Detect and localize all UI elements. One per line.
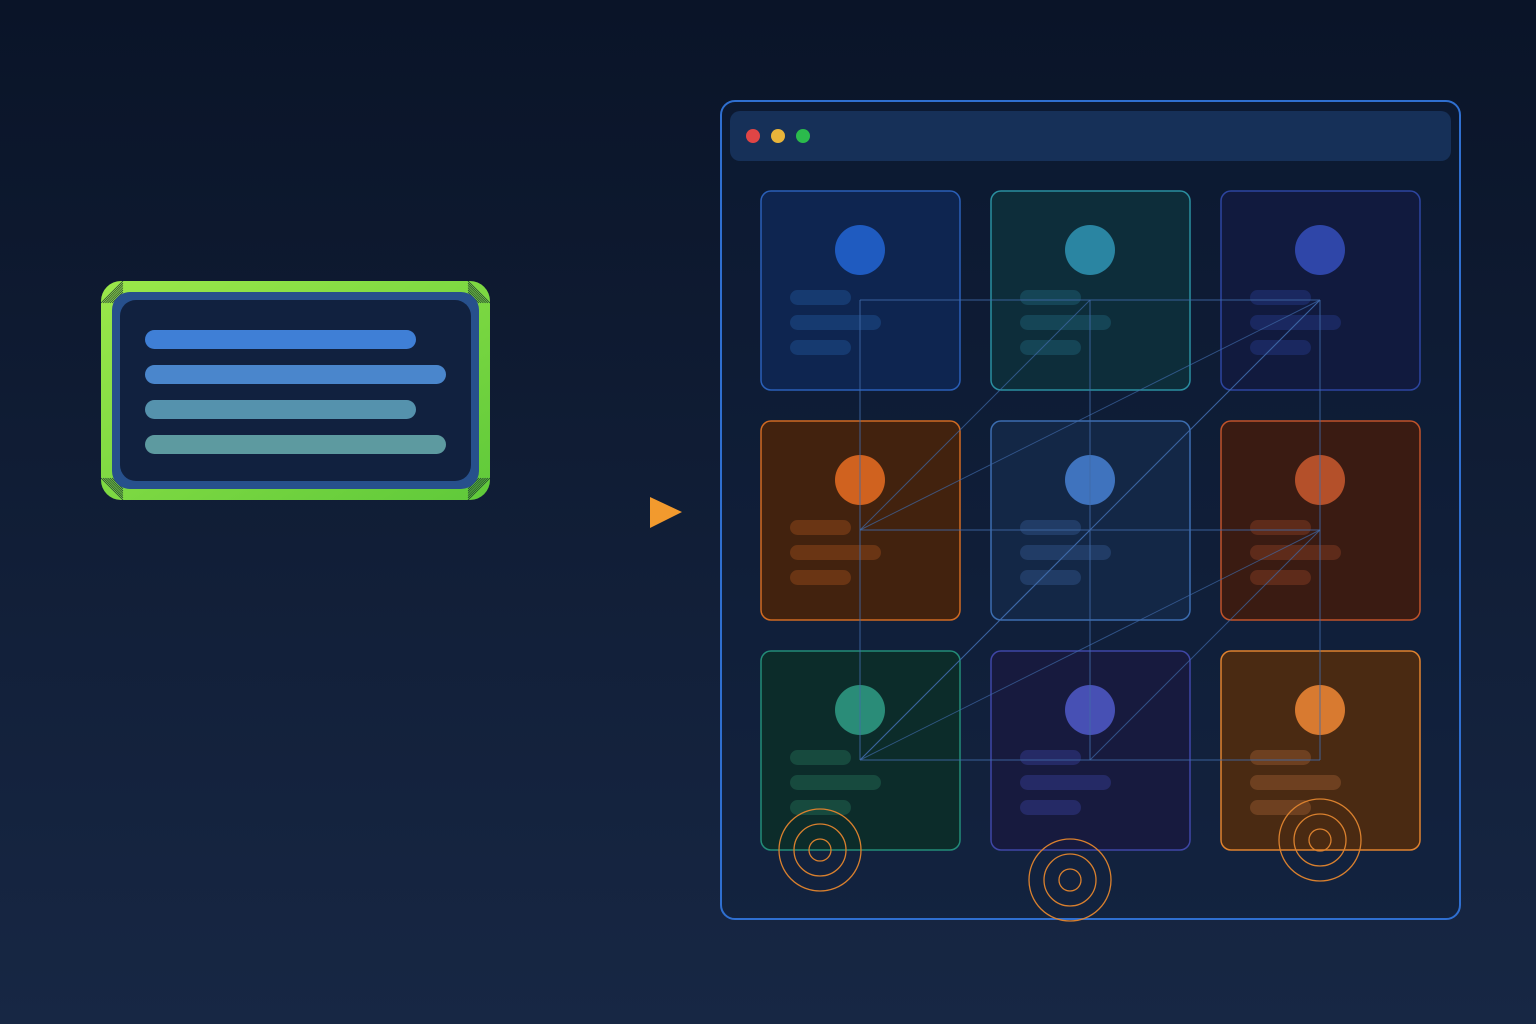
hatch-line <box>102 477 124 499</box>
hatch-line <box>467 477 484 494</box>
hatch-line <box>105 285 124 304</box>
pulse-ring-icon <box>778 808 862 892</box>
placeholder-text-bar <box>790 340 851 355</box>
source-text-line <box>145 400 416 419</box>
hatch-line <box>467 287 484 304</box>
avatar <box>835 225 885 275</box>
hatch-line <box>467 477 489 499</box>
placeholder-text-bar <box>1020 520 1081 535</box>
connector-diagonal <box>859 529 1321 761</box>
connector-diagonal <box>859 299 1321 531</box>
placeholder-text-bar <box>1250 570 1311 585</box>
placeholder-text-bar <box>1020 775 1111 790</box>
pulse-ring <box>808 838 832 862</box>
source-text-line <box>145 330 416 349</box>
browser-window <box>720 100 1461 922</box>
placeholder-text-bar <box>1020 570 1081 585</box>
transform-arrow <box>497 497 682 528</box>
window-titlebar <box>730 111 1451 161</box>
hatch-line <box>467 477 491 501</box>
placeholder-text-bar <box>1020 750 1081 765</box>
window-minimize-dot[interactable] <box>771 129 785 143</box>
card-2[interactable] <box>990 190 1191 391</box>
pulse-ring-icon <box>1278 798 1362 882</box>
hatch-line <box>107 287 124 304</box>
hatch-line <box>102 282 124 304</box>
placeholder-text-bar <box>1250 340 1311 355</box>
pulse-ring <box>793 823 847 877</box>
placeholder-text-bar <box>1250 545 1341 560</box>
pulse-ring <box>1058 868 1082 892</box>
placeholder-text-bar <box>1250 315 1341 330</box>
pulse-ring <box>1278 798 1362 882</box>
hatch-line <box>100 477 124 501</box>
placeholder-text-bar <box>790 545 881 560</box>
placeholder-text-bar <box>790 290 851 305</box>
pulse-ring <box>1308 828 1332 852</box>
placeholder-text-bar <box>1020 545 1111 560</box>
pulse-indicators <box>778 798 1362 922</box>
placeholder-text-bar <box>790 570 851 585</box>
card-grid <box>760 190 1421 851</box>
connector-mesh <box>859 299 1321 761</box>
hatch-line <box>105 477 124 496</box>
placeholder-text-bar <box>790 750 851 765</box>
placeholder-text-bar <box>790 800 851 815</box>
hatch-line <box>100 280 124 304</box>
hatch-line <box>109 477 124 492</box>
pulse-ring <box>778 808 862 892</box>
hatch-line <box>467 477 486 496</box>
pulse-ring <box>1043 853 1097 907</box>
avatar <box>1295 225 1345 275</box>
connector-diagonal <box>1089 529 1321 761</box>
pulse-ring <box>1028 838 1112 922</box>
connector-diagonal <box>859 299 1321 761</box>
hatch-line <box>109 289 124 304</box>
placeholder-text-bar <box>1250 290 1311 305</box>
placeholder-text-bar <box>1250 800 1311 815</box>
arrow-head <box>650 497 682 528</box>
placeholder-text-bar <box>1250 775 1341 790</box>
placeholder-text-bar <box>790 775 881 790</box>
source-text-lines <box>145 330 446 454</box>
placeholder-text-bar <box>1020 340 1081 355</box>
hatch-line <box>467 280 491 304</box>
pulse-ring <box>1293 813 1347 867</box>
window-maximize-dot[interactable] <box>796 129 810 143</box>
window-close-dot[interactable] <box>746 129 760 143</box>
placeholder-text-bar <box>1250 750 1311 765</box>
avatar <box>1065 225 1115 275</box>
hatch-line <box>107 477 124 494</box>
source-text-line <box>145 435 446 454</box>
hatch-line <box>467 285 486 304</box>
pulse-ring-icon <box>1028 838 1112 922</box>
connector-diagonal <box>859 299 1091 531</box>
placeholder-text-bar <box>1020 315 1111 330</box>
placeholder-text-bar <box>1250 520 1311 535</box>
hatch-line <box>467 477 482 492</box>
hatch-line <box>467 289 482 304</box>
placeholder-text-bar <box>1020 800 1081 815</box>
source-panel <box>100 280 491 501</box>
placeholder-text-bar <box>790 520 851 535</box>
hatch-line <box>467 282 489 304</box>
source-text-line <box>145 365 446 384</box>
placeholder-text-bar <box>1020 290 1081 305</box>
card-1[interactable] <box>760 190 961 391</box>
placeholder-text-bar <box>790 315 881 330</box>
card-3[interactable] <box>1220 190 1421 391</box>
